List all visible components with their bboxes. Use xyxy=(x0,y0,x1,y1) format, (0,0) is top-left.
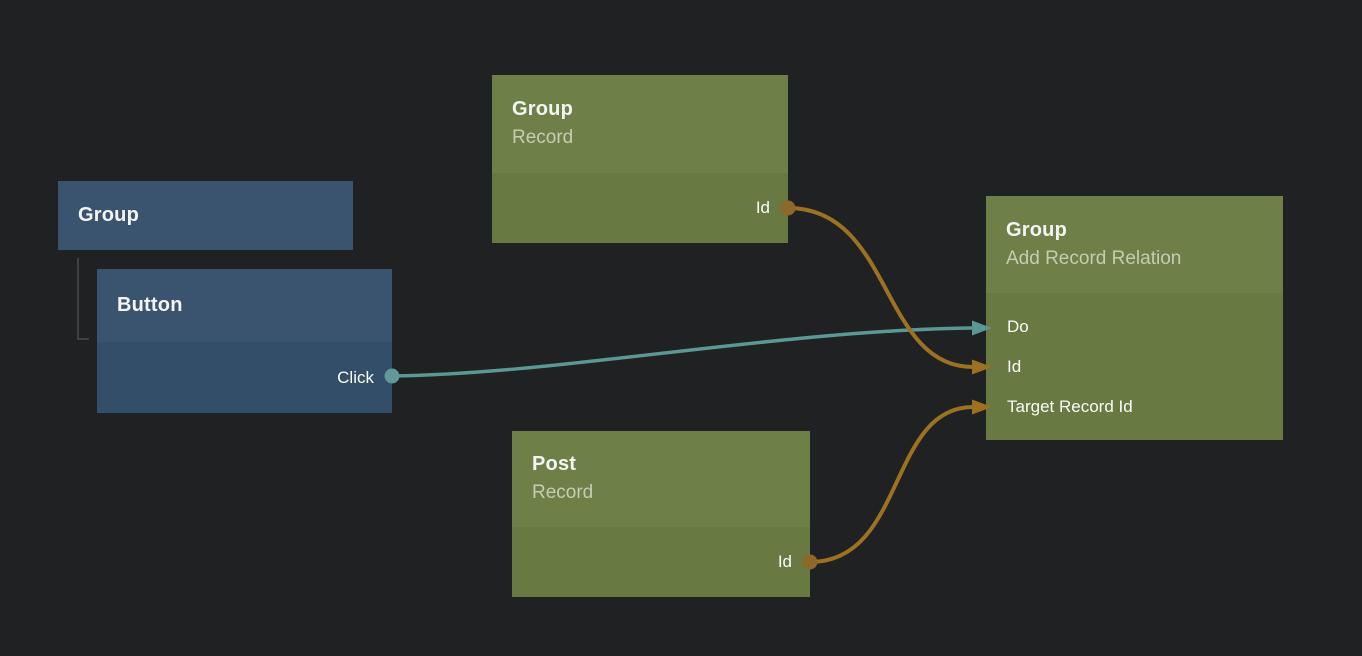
node-group-add-record-relation[interactable]: Group Add Record Relation Do Id Target R… xyxy=(986,196,1283,440)
node-subtitle: Record xyxy=(532,482,594,503)
node-header[interactable]: Group xyxy=(58,181,353,250)
node-subtitle: Add Record Relation xyxy=(1006,247,1182,269)
port-label: Target Record Id xyxy=(1007,397,1133,416)
node-title: Group xyxy=(512,98,573,120)
node-title: Group xyxy=(78,204,139,226)
node-title: Button xyxy=(117,294,183,316)
node-body: Id xyxy=(512,527,810,597)
hierarchy-connector-vertical xyxy=(77,258,79,340)
port-label: Click xyxy=(337,367,374,387)
output-port-id[interactable]: Id xyxy=(492,173,788,243)
node-title: Group xyxy=(1006,218,1067,241)
node-post-record[interactable]: Post Record Id xyxy=(512,431,810,597)
node-group[interactable]: Group xyxy=(58,181,353,250)
node-header[interactable]: Group Add Record Relation xyxy=(986,196,1283,293)
edge-post-id-to-target-record-id[interactable] xyxy=(808,405,975,564)
node-title: Post xyxy=(532,453,577,475)
node-body: Id xyxy=(492,173,788,243)
edge-click-to-do[interactable] xyxy=(390,326,975,378)
node-subtitle: Record xyxy=(512,127,574,148)
port-label: Id xyxy=(1007,357,1022,376)
edge-group-id-to-id[interactable] xyxy=(786,206,975,369)
node-header[interactable]: Button xyxy=(97,269,392,342)
input-port-do[interactable]: Do xyxy=(986,307,1283,347)
port-label: Id xyxy=(755,198,770,217)
input-port-id[interactable]: Id xyxy=(986,347,1283,387)
output-port-id[interactable]: Id xyxy=(512,527,810,597)
input-port-target-record-id[interactable]: Target Record Id xyxy=(986,387,1283,427)
node-body: Do Id Target Record Id xyxy=(986,293,1283,440)
port-label: Do xyxy=(1007,317,1029,336)
node-header[interactable]: Group Record xyxy=(492,75,788,173)
port-label: Id xyxy=(777,552,792,571)
output-port-click[interactable]: Click xyxy=(97,342,392,413)
hierarchy-connector-horizontal xyxy=(77,338,89,340)
node-body: Click xyxy=(97,342,392,413)
node-group-record[interactable]: Group Record Id xyxy=(492,75,788,243)
node-header[interactable]: Post Record xyxy=(512,431,810,527)
node-button[interactable]: Button Click xyxy=(97,269,392,413)
